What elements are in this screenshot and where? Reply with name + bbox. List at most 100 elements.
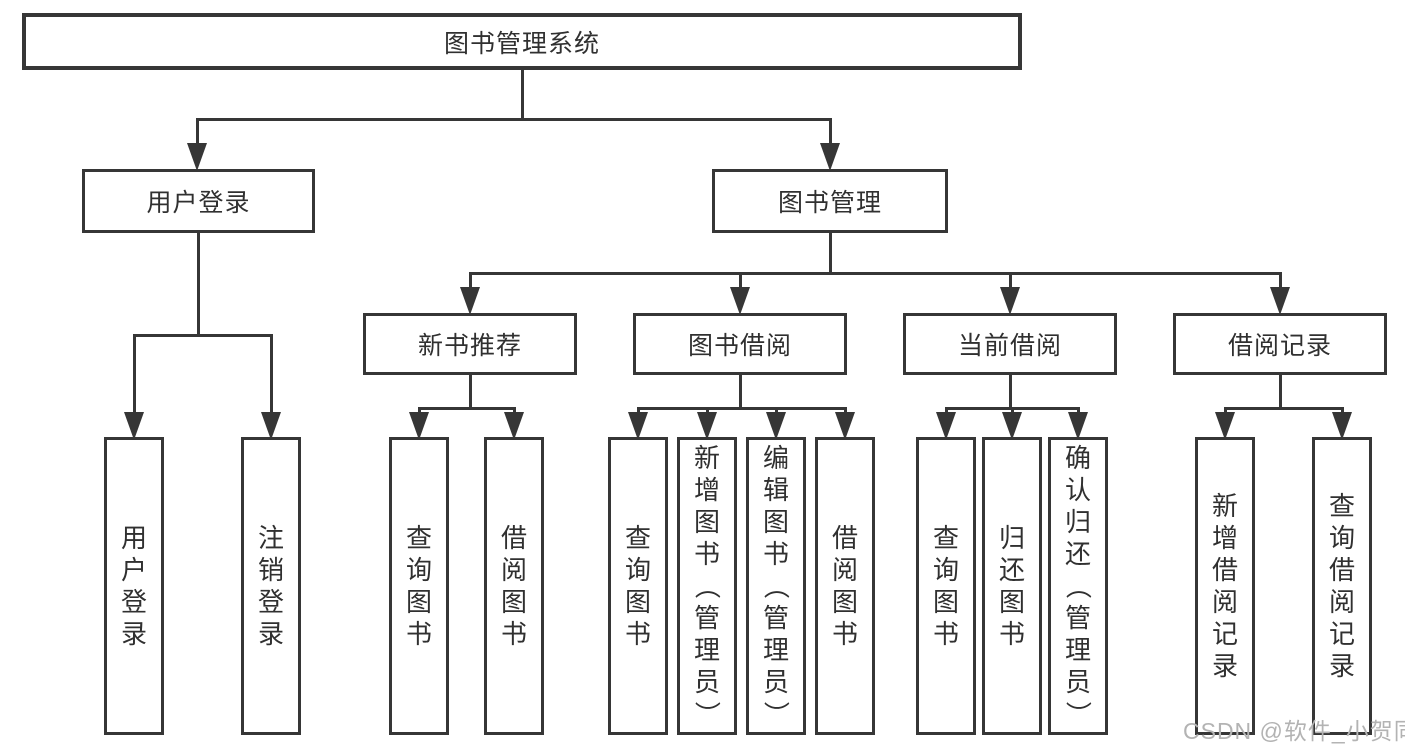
vertical-char: 询	[405, 555, 432, 585]
node-label: 借阅图书	[832, 522, 858, 650]
leaf-query-borrow-record: 查询借阅记录	[1312, 437, 1372, 735]
connector-arrowhead-down	[835, 412, 855, 440]
vertical-char: 图	[405, 587, 432, 617]
vertical-char: 员	[1064, 667, 1091, 697]
vertical-char: 书	[500, 619, 527, 649]
vertical-char: 询	[1328, 523, 1355, 553]
connector-vline	[196, 233, 200, 336]
vertical-char: 记	[1328, 619, 1355, 649]
connector-hline	[195, 117, 832, 121]
connector-vline	[1008, 273, 1012, 292]
node-label: 编辑图书（管理员）	[760, 442, 791, 730]
connector-hline	[417, 406, 516, 410]
vertical-char: 图	[831, 587, 858, 617]
connector-vline	[1278, 375, 1282, 409]
connector-arrowhead-down	[628, 412, 648, 440]
vertical-char: 阅	[831, 555, 858, 585]
connector-vline	[1278, 273, 1282, 292]
vertical-char: 注	[257, 523, 284, 553]
connector-vline	[828, 119, 832, 150]
node-label: 新增图书（管理员）	[691, 442, 722, 730]
connector-hline	[636, 406, 847, 410]
vertical-char: 理	[693, 635, 720, 665]
connector-arrowhead-down	[124, 412, 144, 440]
leaf-edit-books-admin: 编辑图书（管理员）	[746, 437, 806, 735]
vertical-char: 归	[998, 523, 1025, 553]
vertical-char: 图	[998, 587, 1025, 617]
connector-vline	[132, 335, 136, 416]
connector-arrowhead-down	[1270, 287, 1290, 315]
vertical-char: 借	[500, 523, 527, 553]
connector-arrowhead-down	[1215, 412, 1235, 440]
vertical-char: 录	[120, 619, 147, 649]
leaf-user-login: 用户登录	[104, 437, 164, 735]
vertical-char: 记	[1211, 619, 1238, 649]
node-book-borrowing: 图书借阅	[633, 313, 847, 375]
connector-arrowhead-down	[1332, 412, 1352, 440]
node-label: 查询图书	[406, 522, 432, 650]
connector-vline	[828, 233, 832, 274]
vertical-char: ）	[760, 700, 791, 728]
node-label: 注销登录	[258, 522, 284, 650]
connector-vline	[269, 335, 273, 416]
vertical-char: 员	[693, 667, 720, 697]
vertical-char: 阅	[1328, 587, 1355, 617]
vertical-char: ）	[1062, 700, 1093, 728]
vertical-char: 书	[932, 619, 959, 649]
vertical-char: 录	[1328, 651, 1355, 681]
vertical-char: 借	[831, 523, 858, 553]
connector-arrowhead-down	[187, 143, 207, 171]
node-label: 新增借阅记录	[1212, 490, 1238, 682]
leaf-query-books-2: 查询图书	[608, 437, 668, 735]
vertical-char: 理	[1064, 635, 1091, 665]
node-label: 查询借阅记录	[1329, 490, 1355, 682]
vertical-char: 增	[1211, 523, 1238, 553]
csdn-watermark: CSDN @软件_小贺同学	[1183, 718, 1405, 744]
vertical-char: 图	[624, 587, 651, 617]
vertical-char: 编	[762, 443, 789, 473]
leaf-query-books: 查询图书	[389, 437, 449, 735]
leaf-query-books-3: 查询图书	[916, 437, 976, 735]
vertical-char: 借	[1211, 555, 1238, 585]
connector-arrowhead-down	[409, 412, 429, 440]
node-label: 借阅记录	[1227, 332, 1332, 360]
leaf-borrow-books: 借阅图书	[484, 437, 544, 735]
connector-vline	[468, 375, 472, 409]
vertical-char: （	[760, 572, 791, 600]
vertical-char: 管	[1064, 603, 1091, 633]
leaf-confirm-return-admin: 确认归还（管理员）	[1048, 437, 1108, 735]
vertical-char: 书	[831, 619, 858, 649]
vertical-char: 查	[932, 523, 959, 553]
vertical-char: 销	[257, 555, 284, 585]
vertical-char: 书	[405, 619, 432, 649]
vertical-char: 查	[1328, 491, 1355, 521]
connector-vline	[195, 119, 199, 150]
vertical-char: 新	[693, 443, 720, 473]
connector-arrowhead-down	[261, 412, 281, 440]
node-label: 图书管理	[777, 189, 882, 217]
connector-arrowhead-down	[936, 412, 956, 440]
leaf-borrow-books-2: 借阅图书	[815, 437, 875, 735]
vertical-char: 图	[932, 587, 959, 617]
node-label: 用户登录	[146, 189, 251, 217]
leaf-add-books-admin: 新增图书（管理员）	[677, 437, 737, 735]
connector-vline	[738, 273, 742, 292]
vertical-char: ）	[691, 700, 722, 728]
connector-vline	[468, 273, 472, 292]
connector-arrowhead-down	[820, 143, 840, 171]
vertical-char: 新	[1211, 491, 1238, 521]
vertical-char: 查	[405, 523, 432, 553]
vertical-char: 询	[932, 555, 959, 585]
vertical-char: 确	[1064, 443, 1091, 473]
node-label: 当前借阅	[957, 332, 1062, 360]
vertical-char: 登	[120, 587, 147, 617]
node-label: 新书推荐	[417, 332, 522, 360]
connector-arrowhead-down	[1068, 412, 1088, 440]
vertical-char: 员	[762, 667, 789, 697]
leaf-add-borrow-record: 新增借阅记录	[1195, 437, 1255, 735]
vertical-char: 借	[1328, 555, 1355, 585]
vertical-char: 户	[120, 555, 147, 585]
connector-hline	[944, 406, 1080, 410]
node-new-book-recommendation: 新书推荐	[363, 313, 577, 375]
